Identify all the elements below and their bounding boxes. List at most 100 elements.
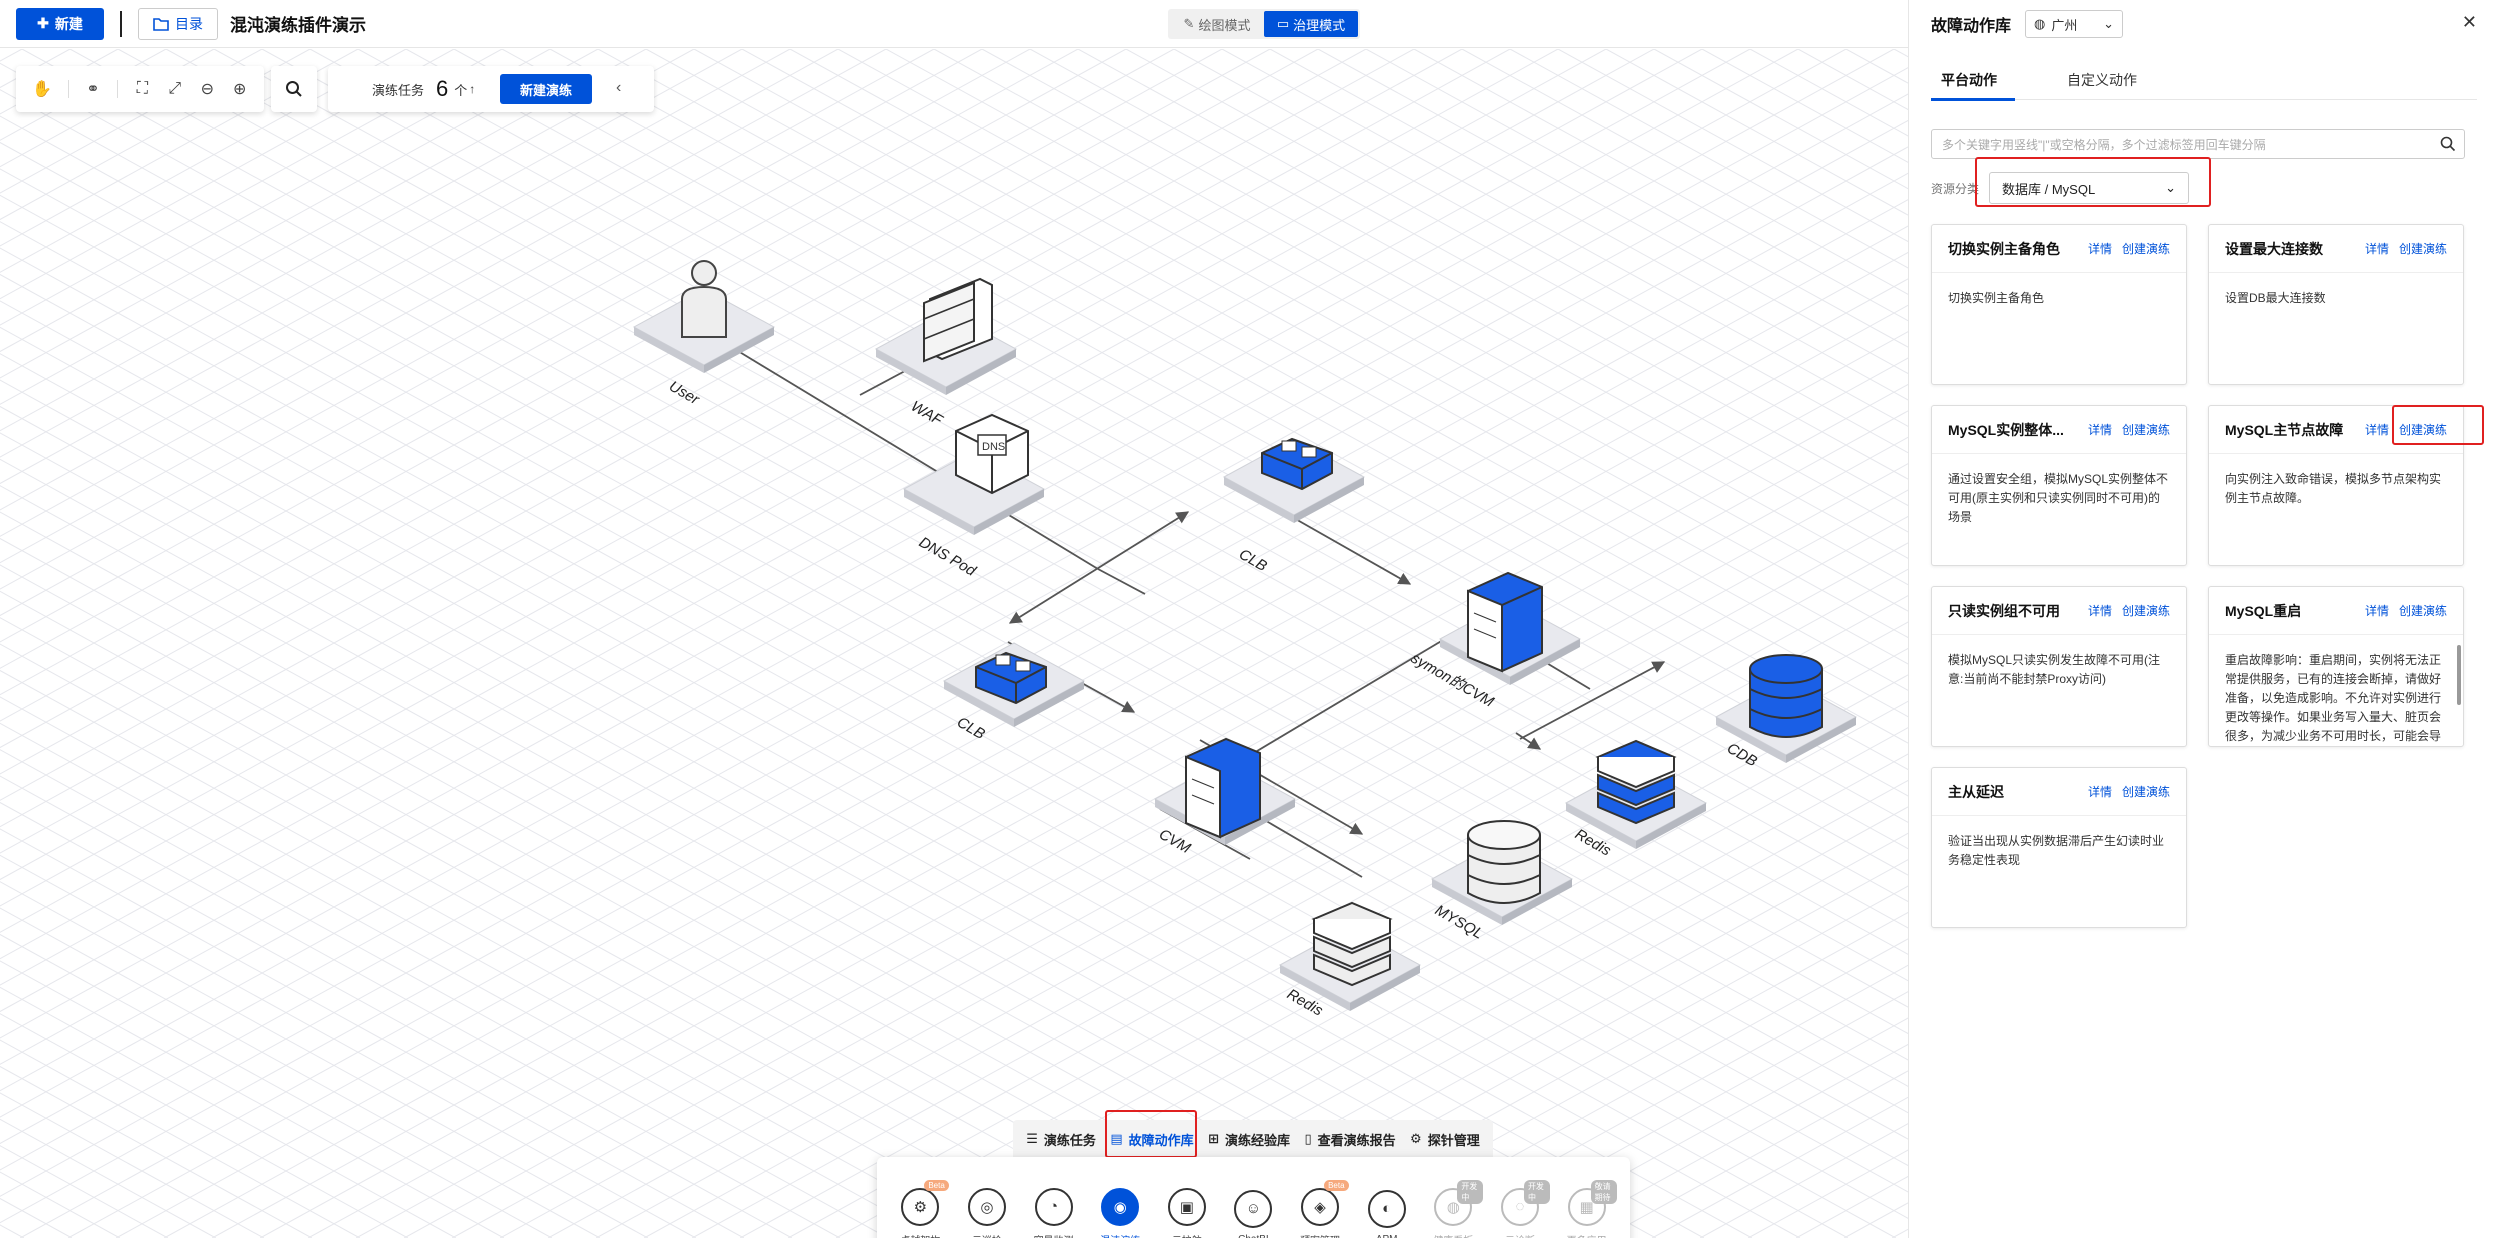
node-cdb[interactable]: CDB [1715,654,1857,770]
dock-item[interactable]: ◍健康看板开发中 [1423,1179,1484,1238]
new-button-label: 新建 [54,15,83,32]
card-create-drill-link[interactable]: 创建演练 [2121,242,2170,256]
redis-icon [1311,901,1393,987]
search-icon[interactable] [2440,136,2456,152]
tab-probe-management[interactable]: ⚙ 探针管理 [1406,1120,1484,1158]
action-card: MySQL主节点故障 详情 创建演练 向实例注入致命错误，模拟多节点架构实例主节… [2208,405,2464,566]
chevron-left-icon[interactable]: ‹ [616,79,622,96]
app-icon: ▣ [1167,1187,1206,1226]
node-mysql[interactable]: MYSQL [1431,820,1573,943]
card-title: MySQL重启 [2225,602,2302,619]
node-redis-1[interactable]: Redis [1565,739,1707,860]
tab-fault-library[interactable]: ▤ 故障动作库 [1106,1120,1197,1158]
toolbar-separator [117,80,119,98]
mode-switch: ✎ 绘图模式 ▭ 治理模式 [1168,9,1360,39]
mode-draw[interactable]: ✎ 绘图模式 [1170,11,1264,37]
zoom-in-icon[interactable]: ⊕ [233,81,247,98]
fit-screen-icon[interactable]: ⛶ [136,80,148,97]
tab-custom-actions[interactable]: 自定义动作 [2067,72,2137,88]
page-title: 混沌演练插件演示 [230,16,366,35]
report-icon: ▯ [1304,1131,1312,1146]
edge-redis-arrow [1515,732,1542,750]
task-count: 6 [436,76,449,101]
node-cvm-2[interactable]: CVM [1154,737,1296,858]
region-select[interactable]: ◍ 广州 ⌄ [2025,10,2124,38]
dock-item[interactable]: ⚙卓越架构Beta [890,1179,950,1238]
dock-item[interactable]: ▣云护航 [1157,1187,1217,1238]
card-description: 设置DB最大连接数 [2225,291,2326,305]
tab-drill-task[interactable]: ☰ 演练任务 [1022,1120,1100,1158]
node-waf[interactable]: WAF [875,277,1017,429]
dock-label: APM [1376,1234,1398,1238]
zoom-out-icon[interactable]: ⊖ [200,81,214,98]
dock-item[interactable]: ☺ChatBI [1223,1189,1283,1238]
diagram-canvas[interactable]: User WAF DNS DNS Pod [0,49,1908,1238]
dock-label: 云诊断 [1505,1232,1535,1238]
canvas-toolbar: ✋ ⚭ ⛶ ⤢ ⊖ ⊕ [16,66,264,112]
card-detail-link[interactable]: 详情 [2087,242,2112,256]
card-detail-link[interactable]: 详情 [2364,604,2389,618]
dock-item[interactable]: ◐APM [1357,1189,1417,1238]
dock-item[interactable]: ◔容量监测 [1024,1187,1084,1238]
node-clb-1[interactable]: CLB [1223,437,1365,575]
node-clb-2[interactable]: CLB [943,642,1085,743]
card-title: 切换实例主备角色 [1948,240,2060,257]
card-create-drill-link[interactable]: 创建演练 [2398,423,2447,437]
dns-icon-text: DNS [982,441,1005,453]
fullscreen-icon[interactable]: ⤢ [168,80,182,97]
node-dns[interactable]: DNS DNS Pod [903,413,1045,580]
node-user[interactable]: User [633,260,775,409]
card-description: 重启故障影响：重启期间，实例将无法正常提供服务，已有的连接会断掉，请做好准备，以… [2225,653,2442,743]
filter-value: 数据库 / MySQL [2002,181,2096,197]
dock-item[interactable]: ▦更多应用敬请期待 [1557,1179,1617,1238]
dock-label: 混沌演练 [1100,1232,1140,1238]
globe-icon: ◍ [2034,16,2046,31]
card-scrollbar[interactable] [2457,645,2461,705]
dock-badge: Beta [924,1179,949,1191]
card-detail-link[interactable]: 详情 [2364,242,2389,256]
canvas-search-button[interactable] [271,66,317,112]
action-card: 切换实例主备角色 详情 创建演练 切换实例主备角色 [1931,224,2187,385]
node-redis-2[interactable]: Redis [1279,901,1421,1020]
node-cvm-1[interactable]: symon的CVM [1408,571,1581,711]
link-icon[interactable]: ⚭ [86,81,100,98]
tab-experience-library[interactable]: ⊞ 演练经验库 [1204,1120,1294,1158]
tab-drill-report[interactable]: ▯ 查看演练报告 [1300,1120,1399,1158]
app-icon: ◔ [1034,1187,1073,1226]
dock-item[interactable]: ◈预案管理Beta [1290,1179,1350,1238]
card-create-drill-link[interactable]: 创建演练 [2398,604,2447,618]
card-create-drill-link[interactable]: 创建演练 [2121,785,2170,799]
app-icon: ◎ [967,1187,1006,1226]
card-create-drill-link[interactable]: 创建演练 [2121,604,2170,618]
new-drill-button[interactable]: 新建演练 [500,74,592,104]
tab-platform-actions[interactable]: 平台动作 [1931,64,2015,101]
edge-clb-cvm1 [1277,508,1412,585]
grid-icon: ⊞ [1208,1131,1219,1146]
hand-icon[interactable]: ✋ [32,81,52,98]
card-detail-link[interactable]: 详情 [2087,604,2112,618]
arrow-up-icon: ↑ [469,82,476,96]
list-icon: ☰ [1026,1131,1038,1146]
card-create-drill-link[interactable]: 创建演练 [2398,242,2447,256]
card-create-drill-link[interactable]: 创建演练 [2121,423,2170,437]
user-icon [681,260,727,338]
dock-item[interactable]: ◌云诊断开发中 [1490,1179,1550,1238]
card-detail-link[interactable]: 详情 [2364,423,2389,437]
pencil-icon: ✎ [1183,16,1195,31]
resource-category-select[interactable]: 数据库 / MySQL ⌄ [1989,172,2189,204]
dock-item[interactable]: ◉混沌演练 [1090,1187,1150,1238]
dock-item[interactable]: ◎云巡检 [957,1187,1017,1238]
card-title: 主从延迟 [1948,783,2004,800]
action-card: 只读实例组不可用 详情 创建演练 模拟MySQL只读实例发生故障不可用(注意:当… [1931,586,2187,747]
new-button[interactable]: ✚ 新建 [16,7,104,40]
card-detail-link[interactable]: 详情 [2087,423,2112,437]
mode-govern[interactable]: ▭ 治理模式 [1264,11,1358,37]
node-label: CVM [1156,826,1194,858]
architecture-diagram: User WAF DNS DNS Pod [633,260,1857,1020]
directory-button[interactable]: 目录 [138,7,218,40]
action-search-input[interactable]: 多个关键字用竖线"|"或空格分隔，多个过滤标签用回车键分隔 [1931,129,2465,159]
top-divider [120,10,122,37]
close-icon[interactable]: ✕ [2461,12,2477,32]
monitor-icon: ▭ [1276,16,1290,31]
card-detail-link[interactable]: 详情 [2087,785,2112,799]
